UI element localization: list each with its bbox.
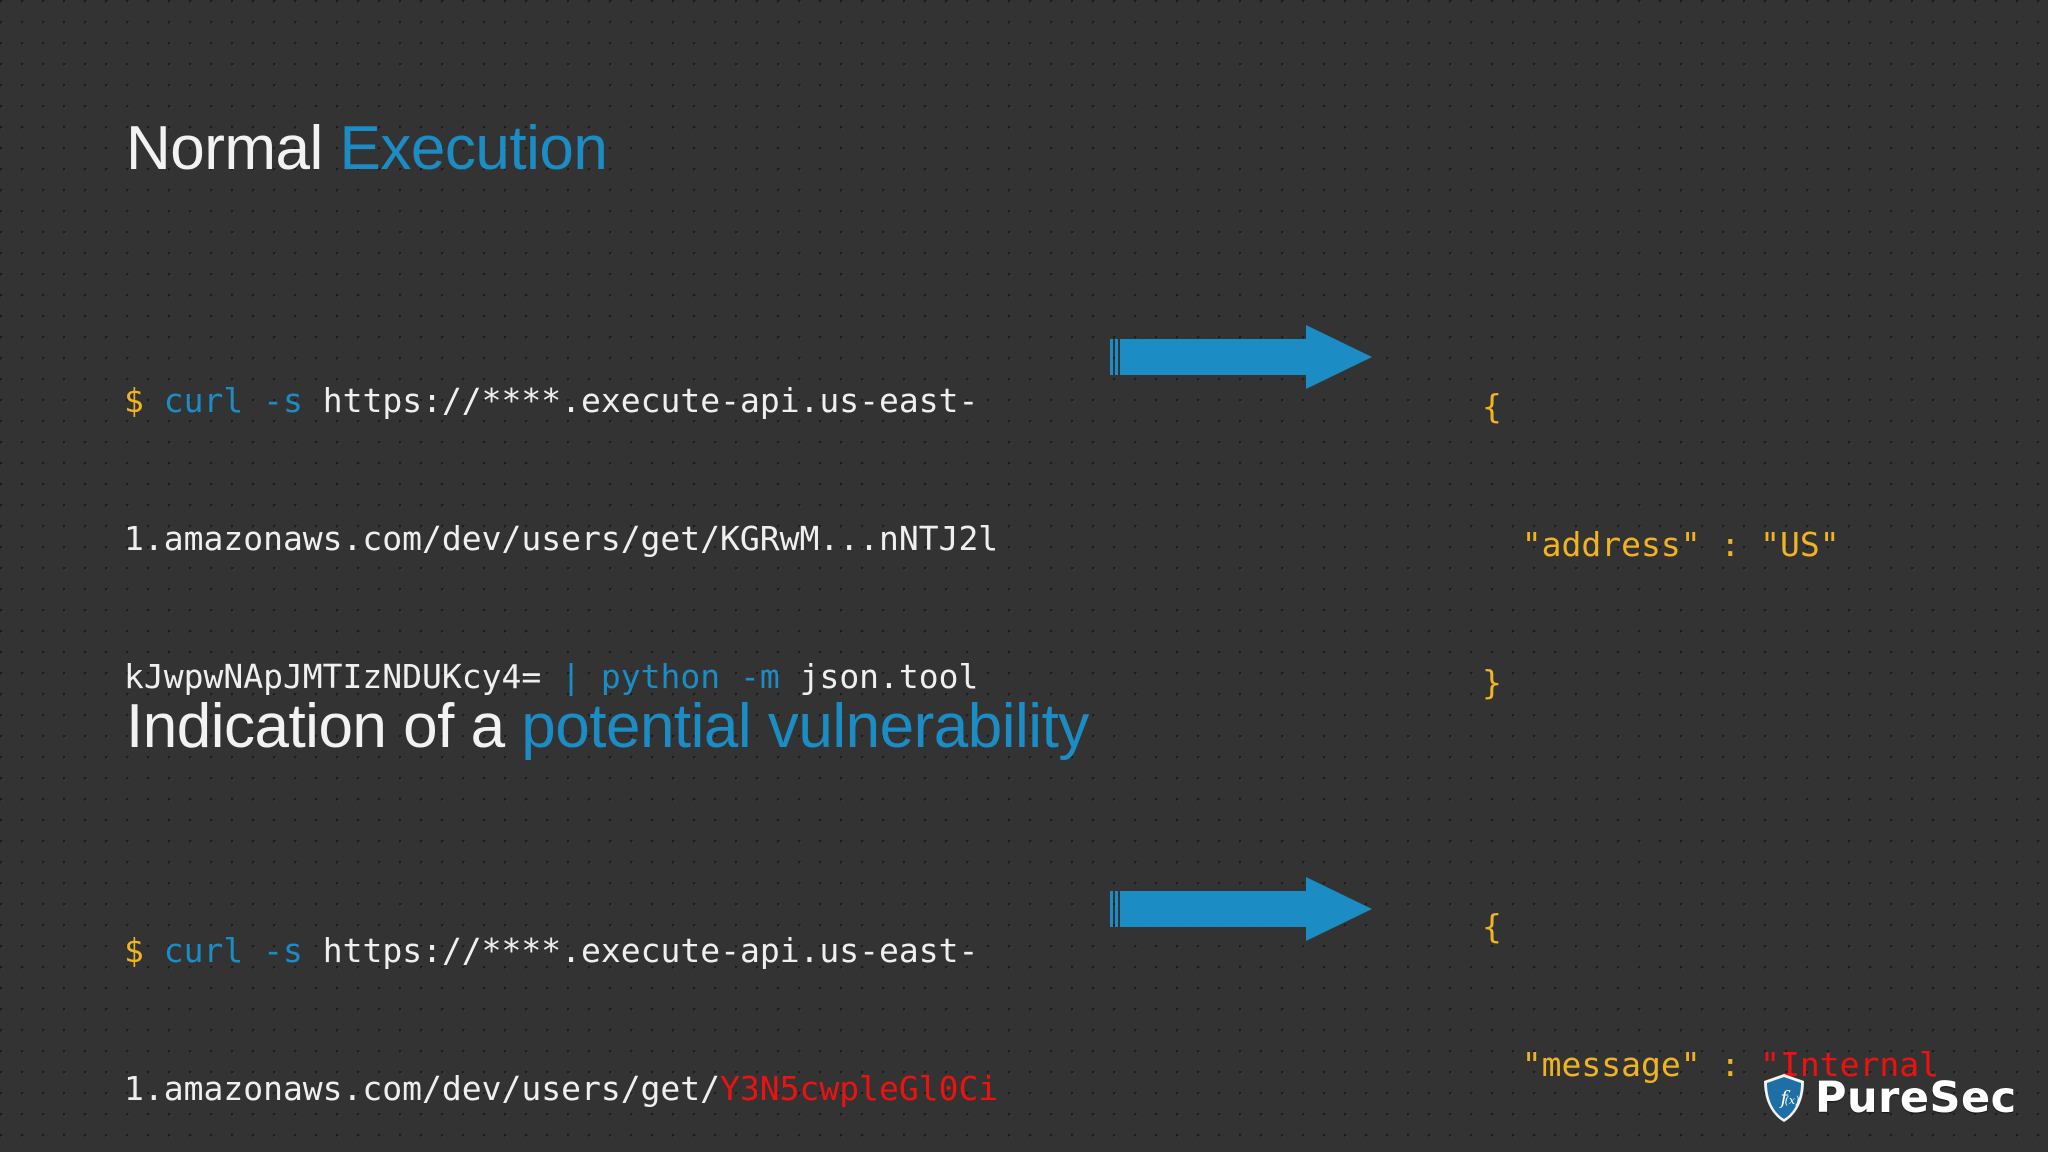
space [581, 657, 601, 696]
space [541, 657, 561, 696]
pipe-operator: | [561, 657, 581, 696]
output-vulnerable-execution: { "message" : "Internal server error" } [1482, 812, 1939, 1152]
command-curl: curl [163, 931, 244, 970]
output-line-close: } [1482, 660, 1840, 706]
command-line-1: $ curl -s https://****.execute-api.us-ea… [124, 928, 998, 974]
command-vulnerable-execution: $ curl -s https://****.execute-api.us-ea… [124, 836, 998, 1152]
puresec-logo: f (x) PureSec [1762, 1073, 2017, 1123]
output-line-open: { [1482, 904, 1939, 950]
command-line-2: 1.amazonaws.com/dev/users/get/Y3N5cwpleG… [124, 1066, 998, 1112]
json-error-text-line-1: Internal [1780, 1045, 1939, 1084]
heading-normal-plain: Normal [126, 114, 340, 183]
heading-normal-execution: Normal Execution [126, 118, 608, 180]
space [780, 657, 800, 696]
url-part-1: https://****.execute-api.us-east- [322, 381, 979, 420]
output-line-open: { [1482, 384, 1840, 430]
flow-arrow-normal [1110, 325, 1372, 389]
url-part-2: 1.amazonaws.com/dev/users/get/KGRwM...nN… [124, 519, 999, 558]
command-line-2: 1.amazonaws.com/dev/users/get/KGRwM...nN… [124, 516, 998, 562]
url-part-2: 1.amazonaws.com/dev/users/get/ [124, 1069, 721, 1108]
indent [1482, 1045, 1522, 1084]
command-python: python [600, 657, 721, 696]
shell-prompt-icon: $ [124, 381, 164, 420]
json-open-brace: { [1482, 387, 1502, 426]
json-quote-open: " [1760, 1045, 1781, 1084]
svg-text:f: f [1778, 1087, 1790, 1109]
output-line-body: "message" : "Internal [1482, 1042, 1939, 1088]
space [243, 931, 263, 970]
output-normal-execution: { "address" : "US" } [1482, 292, 1840, 798]
command-line-1: $ curl -s https://****.execute-api.us-ea… [124, 378, 998, 424]
output-line-body: "address" : "US" [1482, 522, 1840, 568]
space [303, 381, 323, 420]
svg-text:(x): (x) [1785, 1094, 1800, 1107]
indent [1482, 525, 1522, 564]
space [720, 657, 740, 696]
arrow-right-icon [1110, 877, 1372, 941]
shield-icon: f (x) [1764, 1074, 1804, 1122]
arrow-right-icon [1110, 325, 1372, 389]
heading-normal-accent: Execution [339, 114, 608, 183]
json-key-message: "message" [1521, 1045, 1701, 1084]
json-open-brace: { [1482, 907, 1502, 946]
json-key-address: "address" [1521, 525, 1701, 564]
heading-vuln-plain: Indication of a [126, 692, 522, 761]
space [243, 381, 263, 420]
flow-arrow-vulnerable [1110, 877, 1372, 941]
command-normal-execution: $ curl -s https://****.execute-api.us-ea… [124, 286, 998, 792]
json-colon: : [1700, 1045, 1761, 1084]
module-json-tool: json.tool [799, 657, 979, 696]
json-colon: : [1700, 525, 1761, 564]
command-line-3: kJwpwNApJMTIzNDUKcy4= | python -m json.t… [124, 654, 998, 700]
flag-silent: -s [263, 381, 303, 420]
shell-prompt-icon: $ [124, 931, 164, 970]
json-close-brace: } [1482, 663, 1502, 702]
command-curl: curl [163, 381, 244, 420]
heading-vuln-accent: potential vulnerability [521, 692, 1089, 761]
url-part-3: kJwpwNApJMTIzNDUKcy4= [124, 657, 542, 696]
puresec-wordmark: PureSec [1815, 1072, 2017, 1123]
flag-silent: -s [263, 931, 303, 970]
json-value-us: "US" [1760, 525, 1840, 564]
injected-payload-part-1: Y3N5cwpleGl0Ci [720, 1069, 999, 1108]
heading-potential-vulnerability: Indication of a potential vulnerability [126, 696, 1089, 758]
url-part-1: https://****.execute-api.us-east- [322, 931, 979, 970]
flag-module: -m [739, 657, 780, 696]
space [303, 931, 323, 970]
